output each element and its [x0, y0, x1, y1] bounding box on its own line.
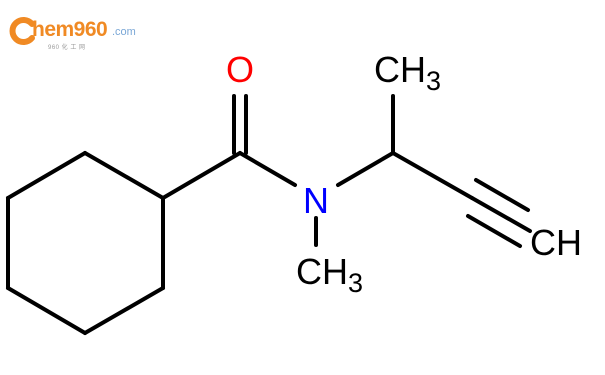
triple-bond-a	[474, 178, 530, 212]
methyl-top-subscript: 3	[426, 66, 441, 96]
n-ch-bond	[336, 151, 395, 187]
methyl-bottom-subscript: 3	[348, 268, 363, 298]
bond-lines	[6, 94, 532, 335]
methyl-top-ch: CH	[374, 49, 426, 90]
amide-bond	[238, 151, 297, 187]
oxygen-atom-label: O	[226, 49, 254, 90]
ch-alkyne-bond	[391, 151, 474, 200]
methyl-bottom-label: CH3	[296, 251, 363, 298]
triple-bond-c	[466, 214, 522, 248]
triple-bond-b	[470, 196, 532, 233]
ring-bond-6	[6, 151, 87, 200]
ring-bond-1	[83, 151, 165, 200]
logo-brand-text: hem960	[32, 18, 108, 41]
logo-subtitle: 960 化 工 网	[48, 45, 86, 51]
ring-bond-3	[83, 286, 165, 335]
alkyne-ch-label: CH	[530, 222, 582, 263]
methyl-top-label: CH3	[374, 49, 441, 96]
logo-c-icon	[9, 17, 35, 45]
nitrogen-atom-label: N	[303, 180, 329, 221]
ring-carbonyl-bond	[161, 151, 242, 200]
methyl-bottom-ch: CH	[296, 251, 348, 292]
chem960-logo: hem960 .com 960 化 工 网	[8, 16, 158, 51]
ring-bond-4	[6, 286, 87, 335]
logo-tld-text: .com	[112, 26, 136, 38]
